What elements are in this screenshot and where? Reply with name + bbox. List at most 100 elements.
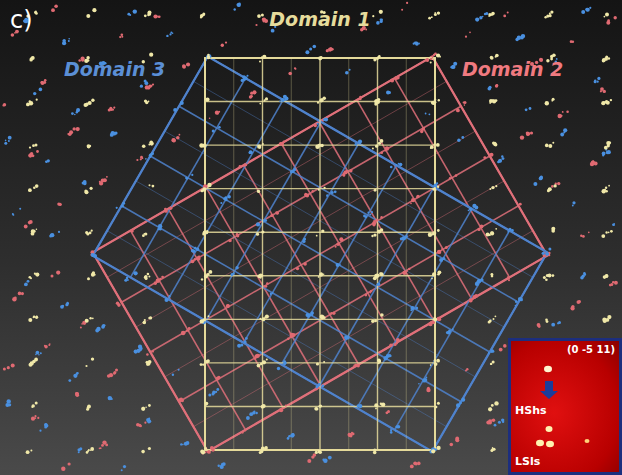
diffraction-spot [44, 425, 47, 428]
diffraction-spot [28, 318, 32, 322]
diffraction-spot [389, 344, 393, 348]
diffraction-spot [87, 406, 90, 409]
diffraction-spot [244, 430, 246, 432]
diffraction-spot [489, 99, 493, 103]
diffraction-spot [218, 126, 221, 129]
diffraction-spot [68, 132, 72, 136]
diffraction-spot [378, 56, 380, 58]
diffraction-spot [191, 174, 193, 176]
diffraction-spot [62, 39, 65, 42]
diffraction-spot [493, 143, 496, 146]
diffraction-spot [259, 103, 261, 105]
diffraction-spot [495, 185, 497, 187]
diffraction-spot [425, 113, 427, 115]
grid-line [130, 78, 245, 277]
diffraction-spot [76, 127, 80, 131]
diffraction-spot [226, 304, 230, 308]
diffraction-spot [507, 231, 509, 233]
diffraction-spot [577, 300, 581, 304]
diffraction-spot [549, 12, 551, 14]
diffraction-spot [27, 280, 30, 283]
diffraction-spot [603, 90, 606, 93]
grid-line [165, 181, 504, 377]
diffraction-spot [550, 55, 553, 58]
diffraction-spot [455, 437, 459, 441]
diffraction-spot [261, 317, 265, 321]
grid-frame [93, 56, 547, 451]
diffraction-spot [437, 250, 441, 254]
diffraction-spot [31, 230, 34, 233]
diffraction-spot [2, 104, 4, 106]
diffraction-spot [386, 91, 390, 95]
diffraction-spot [260, 363, 263, 366]
diffraction-spot [234, 8, 236, 10]
diffraction-spot [166, 35, 168, 37]
diffraction-spot [85, 319, 89, 323]
diffraction-spot [331, 191, 334, 194]
diffraction-spot [259, 451, 262, 454]
diffraction-spot [597, 77, 600, 80]
diffraction-spot [582, 275, 585, 278]
diffraction-spot [572, 205, 574, 207]
diffraction-spot [56, 271, 60, 275]
diffraction-spot [359, 96, 361, 98]
diffraction-spot [30, 277, 32, 279]
diffraction-spot [508, 277, 510, 279]
diffraction-spot [432, 272, 436, 276]
diffraction-spot [281, 143, 284, 146]
diffraction-spot [257, 14, 261, 18]
diffraction-spot [588, 232, 590, 234]
diffraction-spot [475, 206, 479, 210]
diffraction-spot [348, 433, 352, 437]
diffraction-spot [146, 361, 149, 364]
diffraction-spot [196, 248, 199, 251]
diffraction-spot [377, 283, 380, 286]
diffraction-spot [316, 362, 319, 365]
diffraction-spot [372, 15, 374, 17]
diffraction-spot [134, 271, 138, 275]
diffraction-spot [143, 321, 146, 324]
diffraction-spot [318, 450, 321, 453]
diffraction-spot [199, 143, 203, 147]
diffraction-spot [249, 150, 253, 154]
diffraction-spot [501, 155, 503, 157]
diffraction-spot [490, 349, 494, 353]
grid-line [262, 58, 263, 450]
diffraction-spot [551, 227, 555, 231]
diffraction-spot [336, 263, 338, 265]
diffraction-spot [32, 144, 35, 147]
diffraction-spot [304, 238, 306, 240]
diffraction-spot [207, 54, 211, 58]
diffraction-spot [520, 135, 524, 139]
diffraction-spot [395, 430, 397, 432]
diffraction-spot [231, 273, 234, 276]
diffraction-spot [265, 314, 269, 318]
diffraction-spot [33, 186, 36, 189]
diffraction-spot [71, 112, 74, 115]
diffraction-spot [323, 361, 325, 363]
diffraction-spot [602, 58, 606, 62]
diffraction-spot [464, 104, 466, 106]
diffraction-spot [610, 99, 612, 101]
diffraction-spot [336, 243, 339, 246]
diffraction-spot [442, 258, 444, 260]
diffraction-spot [61, 467, 65, 471]
diffraction-spot [380, 228, 383, 231]
diffraction-spot [465, 36, 467, 38]
diffraction-spot [315, 407, 318, 410]
diffraction-spot [172, 374, 174, 376]
diffraction-spot [321, 229, 324, 232]
diffraction-spot [19, 208, 21, 210]
diffraction-spot [479, 16, 482, 19]
diffraction-spot [87, 450, 89, 452]
diffraction-spot [431, 101, 435, 105]
diffraction-spot [149, 184, 151, 186]
diffraction-spot [436, 143, 440, 147]
grid-line [205, 232, 435, 233]
arrow [540, 381, 558, 399]
domain-label: Domain 2 [462, 58, 563, 80]
diffraction-spot [328, 456, 332, 460]
diffraction-spot [3, 103, 6, 106]
diffraction-spot [121, 36, 123, 38]
diffraction-spot [385, 146, 389, 150]
